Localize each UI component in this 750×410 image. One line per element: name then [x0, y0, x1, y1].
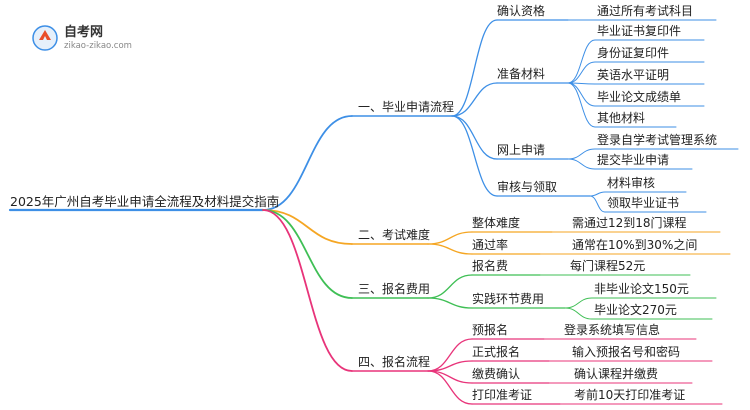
logo-icon [32, 25, 58, 51]
branch-4-topic-1-leaf-1: 登录系统填写信息 [564, 322, 660, 337]
branch-3-topic-1: 报名费 [472, 258, 508, 273]
branch-4-topic-4-leaf-1: 考前10天打印准考证 [574, 387, 685, 402]
branch-2-topic-1-leaf-1: 需通过12到18门课程 [572, 215, 687, 230]
branch-4-topic-4: 打印准考证 [472, 388, 532, 402]
branch-4-topic-1: 预报名 [472, 322, 508, 337]
branch-3-topic-2-leaf-1: 非毕业论文150元 [594, 281, 689, 296]
logo-icon-mark [39, 30, 51, 40]
branch-1-topic-2-leaf-2: 身份证复印件 [597, 45, 669, 60]
mind-map-links [8, 19, 739, 405]
branch-4-topic-2-leaf-1: 输入预报名号和密码 [572, 344, 680, 359]
root-topic: 2025年广州自考毕业申请全流程及材料提交指南 [10, 194, 279, 209]
logo-title: 自考网 [64, 24, 103, 40]
branch-1-topic-3: 网上申请 [497, 143, 545, 157]
branch-4-label: 四、报名流程 [358, 354, 430, 369]
branch-4-topic-3-leaf-1: 确认课程并缴费 [574, 366, 658, 381]
branch-2-topic-2-leaf-1: 通常在10%到30%之间 [572, 238, 697, 252]
branch-4-topic-3: 缴费确认 [472, 366, 520, 381]
branch-2-topic-1: 整体难度 [472, 215, 520, 230]
branch-1-topic-4-leaf-1: 材料审核 [607, 175, 655, 190]
branch-1-topic-2-leaf-4: 毕业论文成绩单 [597, 89, 681, 104]
branch-2-topic-2: 通过率 [472, 237, 508, 252]
branch-1-label: 一、毕业申请流程 [358, 99, 454, 114]
branch-3-topic-2-leaf-2: 毕业论文270元 [594, 302, 677, 317]
branch-2-label: 二、考试难度 [358, 227, 430, 242]
branch-1-topic-1: 确认资格 [497, 3, 545, 18]
branch-1-topic-3-leaf-2: 提交毕业申请 [597, 152, 669, 167]
mind-map-nodes: 2025年广州自考毕业申请全流程及材料提交指南 一、毕业申请流程 确认资格 通过所有考… [10, 3, 717, 402]
branch-1-topic-4-leaf-2: 领取毕业证书 [607, 196, 679, 210]
branch-1-topic-3-leaf-1: 登录自学考试管理系统 [597, 132, 717, 147]
branch-1-topic-1-leaf-1: 通过所有考试科目 [597, 3, 693, 18]
logo-subtitle: zikao-zikao.com [64, 41, 132, 51]
branch-1-topic-4: 审核与领取 [497, 179, 557, 194]
branch-3-topic-2: 实践环节费用 [472, 291, 544, 306]
branch-3-label: 三、报名费用 [358, 281, 430, 296]
branch-1-topic-2-leaf-3: 英语水平证明 [597, 68, 669, 82]
site-logo[interactable]: 自考网 zikao-zikao.com [32, 24, 132, 51]
branch-4-topic-2: 正式报名 [472, 344, 520, 359]
branch-3-topic-1-leaf-1: 每门课程52元 [570, 258, 645, 273]
branch-1-topic-2-leaf-1: 毕业证书复印件 [597, 24, 681, 38]
branch-1-topic-2: 准备材料 [497, 67, 545, 81]
branch-1-topic-2-leaf-5: 其他材料 [597, 111, 645, 125]
